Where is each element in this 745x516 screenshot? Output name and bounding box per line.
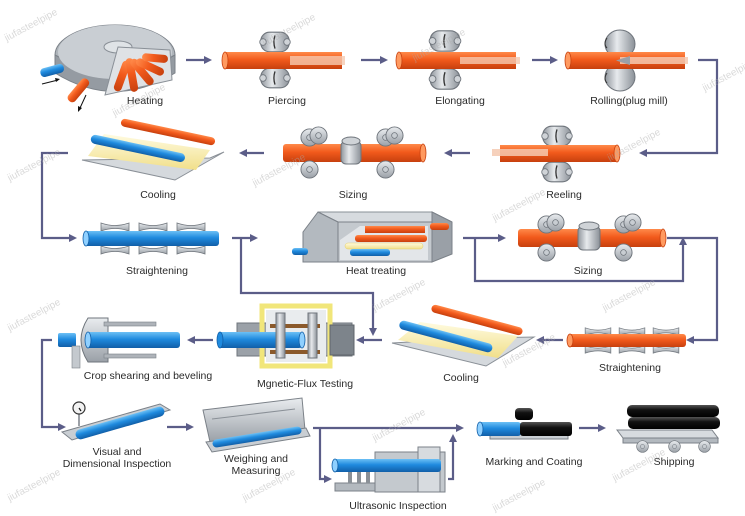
marking-coating-illustration [476,408,572,440]
arrowhead-icon [239,149,247,157]
step-label-weighing: Weighing and Measuring [224,453,288,477]
arrowhead-icon [356,336,364,344]
step-label-heat-treating: Heat treating [345,265,407,277]
step-label-heating: Heating [126,95,164,107]
magnetic-flux-testing-illustration [216,303,355,369]
arrowhead-icon [456,424,464,432]
step-label-reeling: Reeling [546,189,582,201]
step-label-elongating: Elongating [435,95,485,107]
cooling-illustration [81,118,225,181]
step-label-visual-inspection: Visual and Dimensional Inspection [63,446,172,470]
step-label-sizing-1: Sizing [338,189,368,201]
rolling-plug-mill-illustration [564,29,688,92]
step-label-crop-shearing: Crop shearing and beveling [83,370,213,382]
arrowhead-icon [58,423,66,431]
step-label-marking-coating: Marking and Coating [485,456,583,468]
arrowhead-icon [444,149,452,157]
step-label-straightening-1: Straightening [126,265,188,277]
step-label-visual-line2: Dimensional Inspection [62,458,172,470]
arrowhead-icon [686,336,694,344]
heat-treating-illustration [292,211,453,263]
arrow-cooling-to-straightening [40,151,70,240]
step-label-piercing: Piercing [268,95,306,107]
cooling-illustration-2 [391,304,536,367]
arrow-sizing-to-straightening [667,236,719,342]
step-label-sizing-2: Sizing [573,265,603,277]
arrowhead-icon [639,149,647,157]
arrow-ultrasonic-return [448,440,455,481]
arrow-crop-to-visual [40,338,60,429]
step-label-cooling-1: Cooling [140,189,176,201]
arrow-bypass-sizing [473,238,685,283]
heating-furnace-illustration [40,24,176,112]
elongating-illustration [395,30,520,90]
arrowhead-icon [536,336,544,344]
arrowhead-icon [69,234,77,242]
arrowhead-icon [187,336,195,344]
sizing-illustration [283,126,427,179]
step-label-visual-line1: Visual and [92,446,142,458]
arrow-bypass-to-mft [239,238,375,330]
visual-inspection-illustration [60,401,172,441]
ultrasonic-inspection-illustration [331,446,446,493]
step-label-shipping: Shipping [653,456,695,468]
step-label-rolling: Rolling(plug mill) [590,95,668,107]
straightening-illustration [82,222,219,255]
step-label-ultrasonic-inspection: Ultrasonic Inspection [349,500,447,512]
arrowhead-icon [498,234,506,242]
arrow-rolling-to-reeling [645,58,719,155]
arrowhead-icon [369,328,377,336]
arrow-to-ultrasonic [318,428,325,481]
arrowhead-icon [679,237,687,245]
arrowhead-icon [250,234,258,242]
sizing-illustration-2 [518,213,667,262]
arrowhead-icon [550,56,558,64]
step-label-straightening-2: Straightening [599,362,661,374]
shipping-illustration [616,405,720,453]
step-label-cooling-2: Cooling [443,372,479,384]
arrowhead-icon [324,475,332,483]
crop-shearing-illustration [58,317,180,369]
arrowhead-icon [598,424,606,432]
arrowhead-icon [186,423,194,431]
step-label-magnetic-flux-testing: Mgnetic-Flux Testing [256,378,354,390]
straightening-illustration-2 [566,327,686,354]
arrowhead-icon [449,434,457,442]
step-label-weighing-line2: Measuring [231,465,281,477]
piercing-illustration [221,31,345,89]
weighing-measuring-illustration [202,397,311,453]
reeling-illustration [492,125,621,183]
step-label-weighing-line1: Weighing and [223,453,289,465]
flow-arrows [40,56,719,483]
arrowhead-icon [380,56,388,64]
arrowhead-icon [204,56,212,64]
